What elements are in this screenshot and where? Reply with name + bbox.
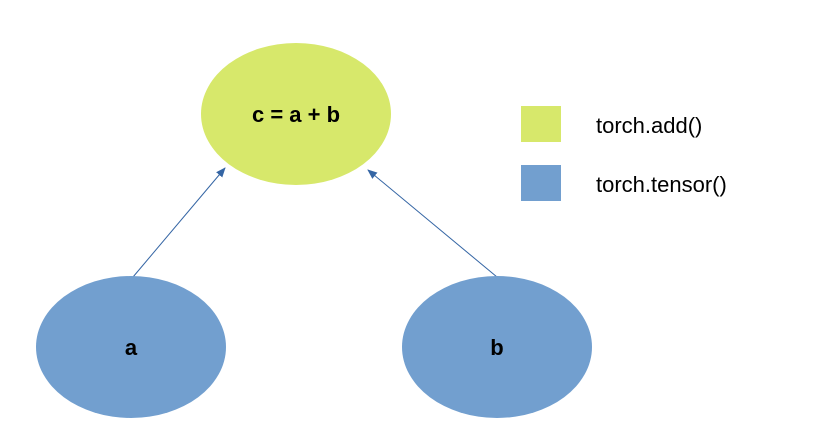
node-b-shape [402,276,592,418]
node-a: a [36,276,226,418]
node-a-shape [36,276,226,418]
node-b: b [402,276,592,418]
legend-swatch-add [521,106,561,142]
edge-b-to-c [367,169,498,278]
legend-label-add: torch.add() [596,113,702,138]
legend: torch.add() torch.tensor() [521,106,727,201]
node-c-shape [201,43,391,185]
node-c: c = a + b [201,43,391,185]
node-a-label: a [125,335,138,360]
edge-a-to-c [132,167,226,278]
legend-label-tensor: torch.tensor() [596,172,727,197]
legend-item-add: torch.add() [521,106,702,142]
node-b-label: b [490,335,503,360]
node-c-label: c = a + b [252,102,340,127]
legend-swatch-tensor [521,165,561,201]
legend-item-tensor: torch.tensor() [521,165,727,201]
